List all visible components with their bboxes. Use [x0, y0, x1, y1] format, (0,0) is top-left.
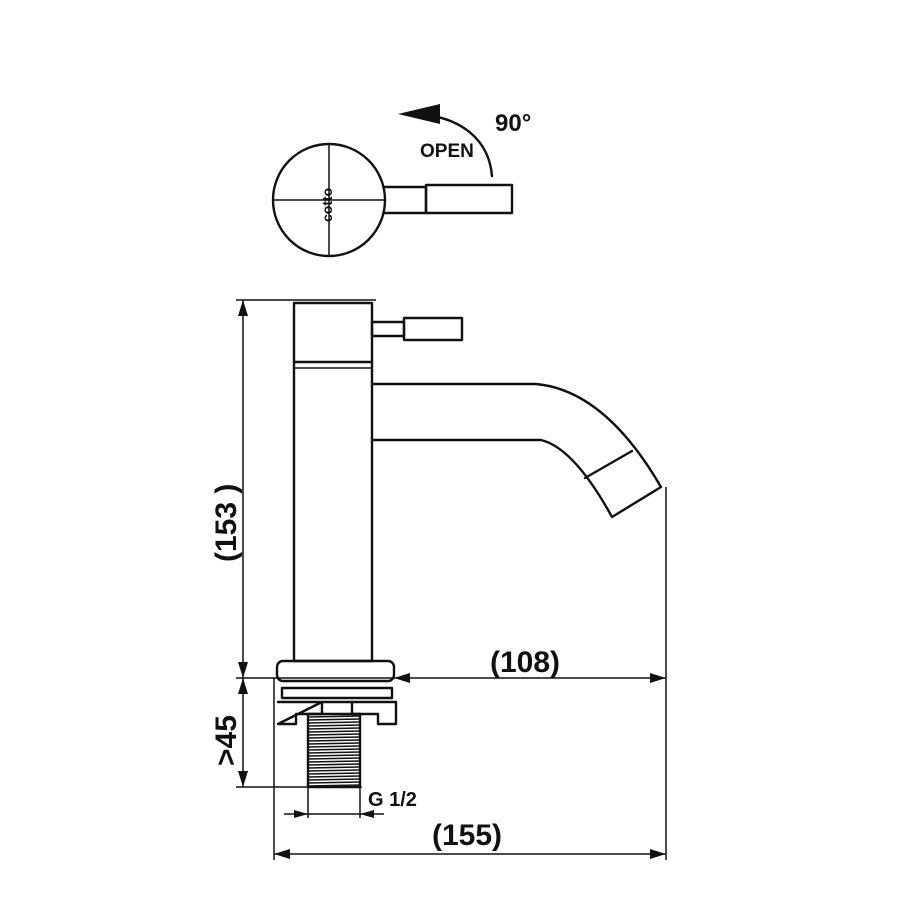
arrow-reach-right [650, 673, 666, 683]
rotation-angle-label: 90° [495, 110, 531, 137]
thread-line [307, 763, 361, 766]
open-label: OPEN [420, 141, 474, 162]
thread-line [307, 721, 361, 724]
arrow-height-bottom [238, 662, 248, 678]
arrow-reach-left [394, 673, 410, 683]
thread-line [307, 757, 361, 760]
arrow-thread-right [360, 810, 374, 818]
thread-line [307, 736, 361, 739]
rotation-arrowhead [398, 104, 440, 124]
thread-line [307, 769, 361, 772]
thread-line [307, 772, 361, 775]
overall-length-label: (155) [432, 819, 502, 852]
side-view [275, 301, 663, 789]
faucet-body [292, 301, 374, 663]
thread-line [307, 766, 361, 769]
brand-mark: cotto [319, 188, 335, 222]
arrow-overall-right [650, 849, 666, 859]
base-flange [275, 659, 396, 683]
lever-neck-top [382, 185, 428, 215]
thread-line [307, 718, 361, 721]
thread-line [307, 754, 361, 757]
below-deck-label: >45 [210, 715, 243, 766]
thread-line [307, 778, 361, 781]
total-height-label: (153 ) [210, 484, 243, 562]
mounting-washer [280, 686, 394, 700]
lever-grip-top [424, 183, 514, 215]
arrow-below-deck-top [238, 678, 248, 694]
arrow-thread-left [294, 810, 308, 818]
thread-line [307, 748, 361, 751]
arrow-below-deck-bottom [238, 771, 248, 787]
thread-line [307, 733, 361, 736]
thread-line [307, 760, 361, 763]
top-view: cotto 90° OPEN [271, 104, 531, 258]
spout [370, 382, 663, 519]
threaded-shank [306, 712, 362, 789]
thread-line [307, 715, 361, 718]
thread-line [307, 724, 361, 727]
thread-line [307, 739, 361, 742]
thread-line [307, 730, 361, 733]
thread-size-label: G 1/2 [368, 789, 417, 811]
arrow-overall-left [274, 849, 290, 859]
dimensions: (153 ) >45 (108) G 1/2 (155) [210, 299, 667, 860]
arrow-height-top [238, 300, 248, 316]
lever-neck-side [370, 320, 406, 338]
spout-reach-label: (108) [490, 646, 560, 679]
thread-line [307, 745, 361, 748]
thread-line [307, 781, 361, 784]
thread-line [307, 775, 361, 778]
thread-line [307, 742, 361, 745]
thread-line [307, 727, 361, 730]
thread-line [307, 751, 361, 754]
lever-grip-side [402, 316, 464, 342]
thread-line [307, 784, 361, 787]
aerator-line [583, 449, 634, 480]
